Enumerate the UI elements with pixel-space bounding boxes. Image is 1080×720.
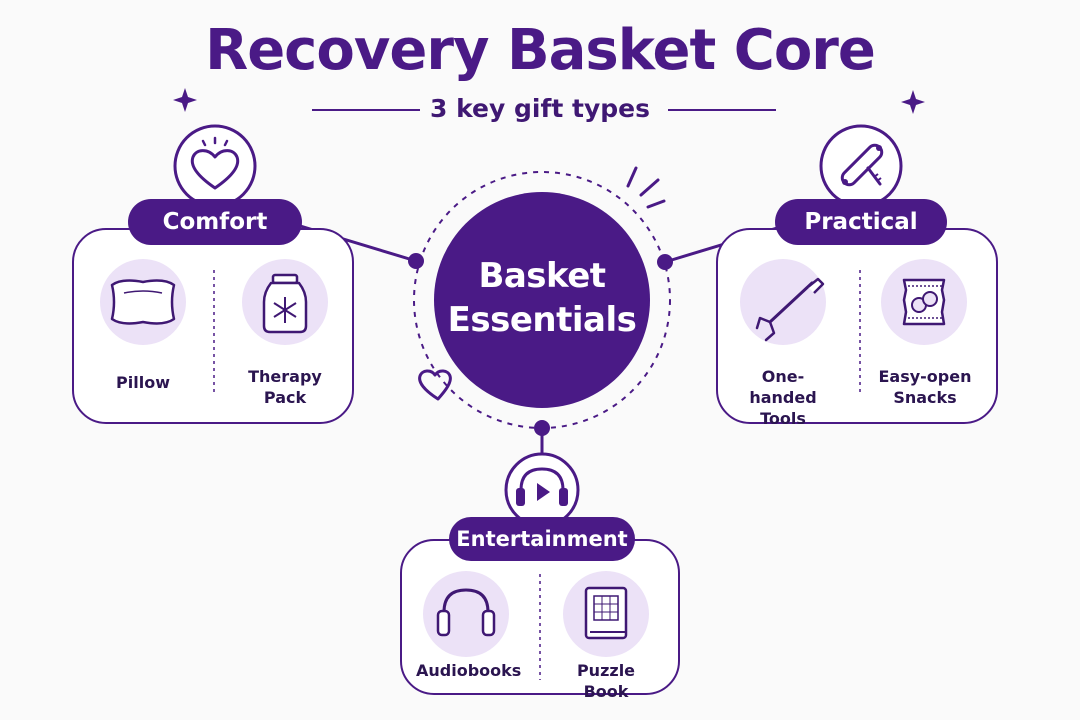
headphones-play-icon	[516, 467, 568, 506]
tools-icon	[840, 143, 884, 187]
sparkle-icon-right	[901, 90, 925, 114]
center-label-line2: Essentials	[447, 300, 637, 340]
burst-line	[639, 178, 660, 197]
burst-line	[626, 166, 638, 188]
connector-dot-comfort	[408, 253, 424, 269]
center-circle	[434, 192, 650, 408]
puzzle-book-icon	[584, 586, 628, 640]
item-label-one-handed-tools: One-handed Tools	[749, 367, 817, 428]
center-label-line1: Basket	[478, 256, 606, 296]
burst-line	[646, 199, 666, 209]
connector-dot-practical	[657, 254, 673, 270]
comfort-label-pill: Comfort	[128, 199, 302, 245]
page-subtitle: 3 key gift types	[430, 94, 650, 123]
center-label: Basket Essentials	[447, 254, 637, 342]
practical-label-pill: Practical	[775, 199, 947, 245]
snack-pack-icon	[902, 278, 946, 326]
reacher-grabber-icon-bg	[740, 259, 826, 345]
item-label-pillow: Pillow	[116, 373, 170, 392]
item-label-puzzle-book: Puzzle Book	[576, 661, 636, 701]
pillow-icon	[110, 279, 176, 325]
item-label-audiobooks: Audiobooks	[416, 661, 522, 680]
headphones-icon	[436, 588, 496, 637]
page-title: Recovery Basket Core	[205, 18, 876, 83]
entertainment-label-pill: Entertainment	[449, 517, 635, 561]
sparkle-icon-left	[173, 88, 197, 112]
reacher-grabber-icon	[755, 277, 825, 342]
therapy-pack-icon	[262, 273, 308, 334]
small-heart-icon	[418, 369, 452, 401]
item-label-easy-open-snacks: Easy-open Snacks	[878, 367, 972, 407]
heart-icon	[190, 136, 240, 190]
item-label-therapy-pack: Therapy Pack	[248, 367, 322, 407]
connector-dot-entertainment	[534, 420, 550, 436]
headphones-icon-bg	[423, 571, 509, 657]
